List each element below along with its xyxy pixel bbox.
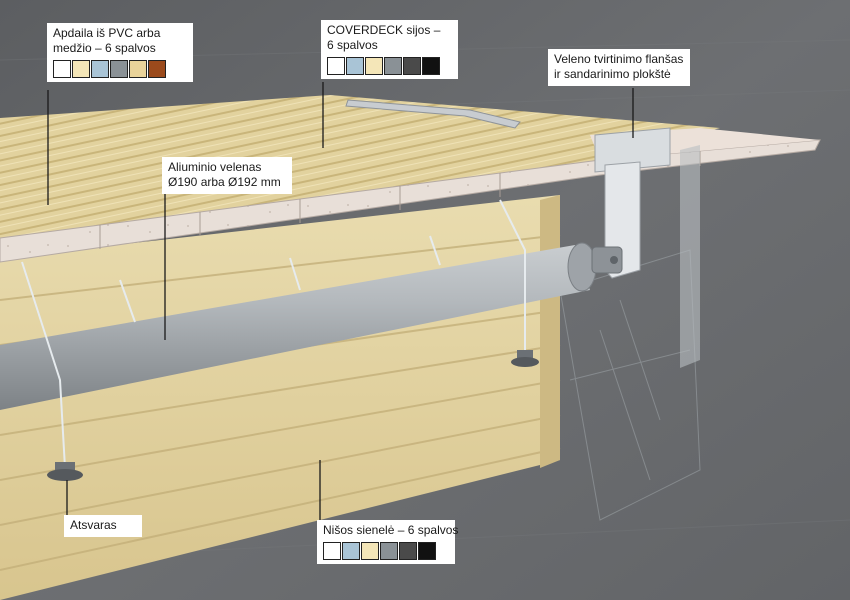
color-swatch <box>327 57 345 75</box>
color-swatch <box>323 542 341 560</box>
bearing-bolt <box>610 256 618 264</box>
top-rod <box>345 99 521 129</box>
pool-cover-slats <box>0 95 720 250</box>
color-swatch <box>91 60 109 78</box>
callout-flange: Veleno tvirtinimo flanšas ir sandarinimo… <box>548 49 690 86</box>
shaft-label-line2: Ø190 arba Ø192 mm <box>168 175 281 189</box>
coverdeck-label-line1: COVERDECK sijos – <box>327 23 441 37</box>
niche-side-wall <box>540 195 560 468</box>
leader-lines <box>47 82 634 522</box>
color-swatch <box>346 57 364 75</box>
color-swatch <box>361 542 379 560</box>
color-swatch <box>342 542 360 560</box>
counterweight-right <box>511 350 539 367</box>
coverdeck-label-line2: 6 spalvos <box>327 38 378 52</box>
niche-wall-label: Nišos sienelė – 6 spalvos <box>323 523 459 537</box>
color-swatch <box>148 60 166 78</box>
flange-side <box>680 145 700 368</box>
coverdeck-swatches <box>327 57 452 75</box>
color-swatch <box>365 57 383 75</box>
flange-label-line1: Veleno tvirtinimo flanšas <box>554 52 684 66</box>
weight-label: Atsvaras <box>70 518 117 532</box>
color-swatch <box>129 60 147 78</box>
counterweight-left <box>47 462 83 481</box>
flange-top-plate <box>594 127 671 173</box>
color-swatch <box>72 60 90 78</box>
callout-coverdeck: COVERDECK sijos – 6 spalvos <box>321 20 458 79</box>
callout-shaft: Aliuminio velenas Ø190 arba Ø192 mm <box>162 157 292 194</box>
flange-label-line2: ir sandarinimo plokštė <box>554 67 671 81</box>
color-swatch <box>53 60 71 78</box>
cover-straps <box>21 199 526 469</box>
niche-wall-swatches <box>323 542 449 560</box>
callout-niche-wall: Nišos sienelė – 6 spalvos <box>317 520 459 564</box>
seal-plate-sketch <box>559 249 701 521</box>
shaft-bearing <box>591 246 623 274</box>
color-swatch <box>384 57 402 75</box>
pvc-trim-label-line1: Apdaila iš PVC arba <box>53 26 161 40</box>
color-swatch <box>422 57 440 75</box>
color-swatch <box>399 542 417 560</box>
color-swatch <box>110 60 128 78</box>
callout-pvc-trim: Apdaila iš PVC arba medžio – 6 spalvos <box>47 23 193 82</box>
callout-weight: Atsvaras <box>64 515 142 537</box>
shaft-label-line1: Aliuminio velenas <box>168 160 262 174</box>
color-swatch <box>380 542 398 560</box>
pvc-trim-label-line2: medžio – 6 spalvos <box>53 41 156 55</box>
aluminium-shaft <box>0 245 590 410</box>
color-swatch <box>418 542 436 560</box>
color-swatch <box>403 57 421 75</box>
pvc-trim-swatches <box>53 60 187 78</box>
